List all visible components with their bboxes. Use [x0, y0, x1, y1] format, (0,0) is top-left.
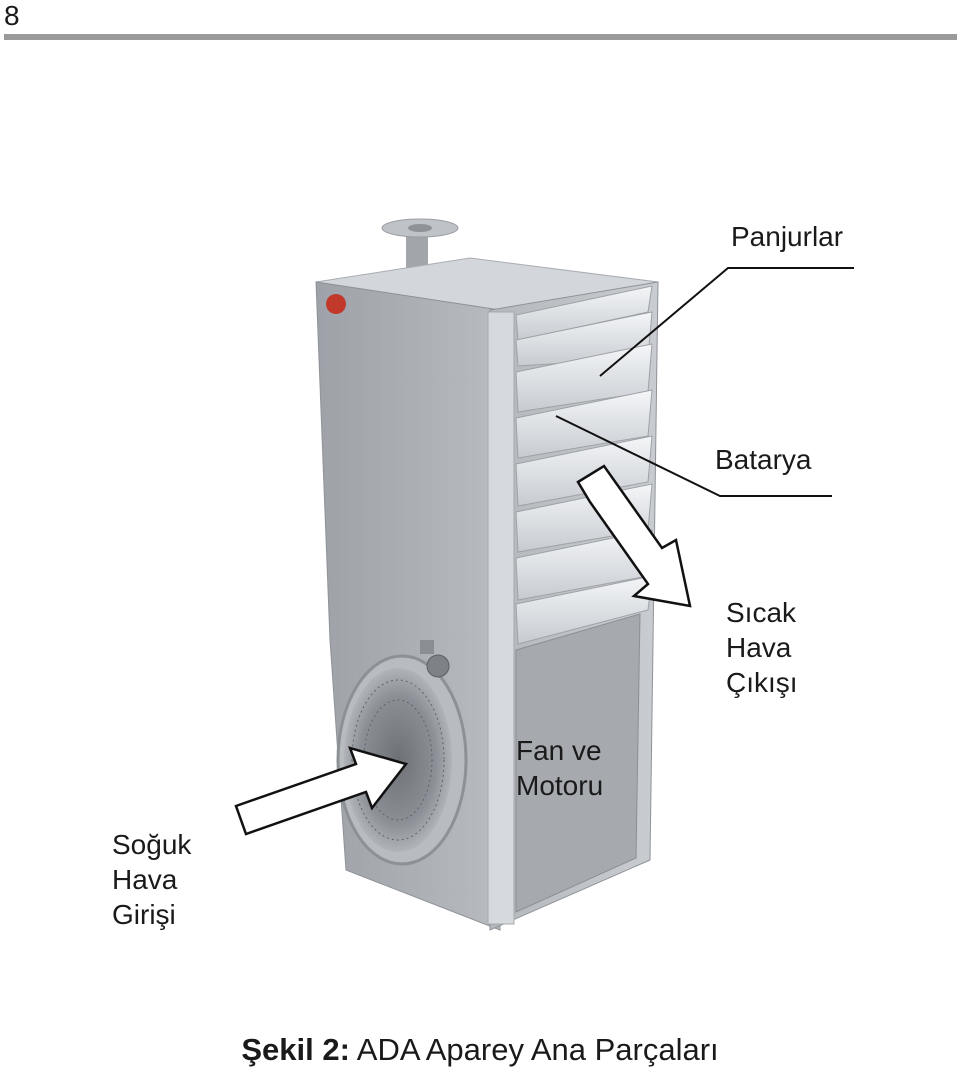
front-corner-post	[487, 311, 515, 925]
page-number: 8	[4, 0, 20, 31]
hot-air-outlet-arrow	[576, 464, 692, 608]
coil-leader-line	[555, 415, 832, 497]
caption-prefix: Şekil 2:	[241, 1032, 350, 1067]
label-fan-motor: Fan ve Motoru	[516, 735, 604, 801]
figure-caption: Şekil 2: ADA Aparey Ana Parçaları	[0, 1030, 960, 1070]
label-hot-air-outlet: Sıcak Hava Çıkışı	[726, 597, 798, 698]
brand-badge	[326, 294, 346, 314]
lower-front-panel	[515, 613, 641, 913]
caption-text: ADA Aparey Ana Parçaları	[349, 1032, 719, 1067]
cold-air-inlet-arrow	[234, 746, 409, 836]
louvers-leader-line	[599, 267, 854, 377]
control-knob-icon	[420, 640, 450, 678]
label-cold-air-inlet: Soğuk Hava Girişi	[112, 829, 192, 930]
louvers	[515, 285, 653, 645]
label-coil: Batarya	[715, 444, 812, 475]
label-louvers: Panjurlar	[731, 221, 844, 252]
header-rule	[4, 34, 957, 40]
